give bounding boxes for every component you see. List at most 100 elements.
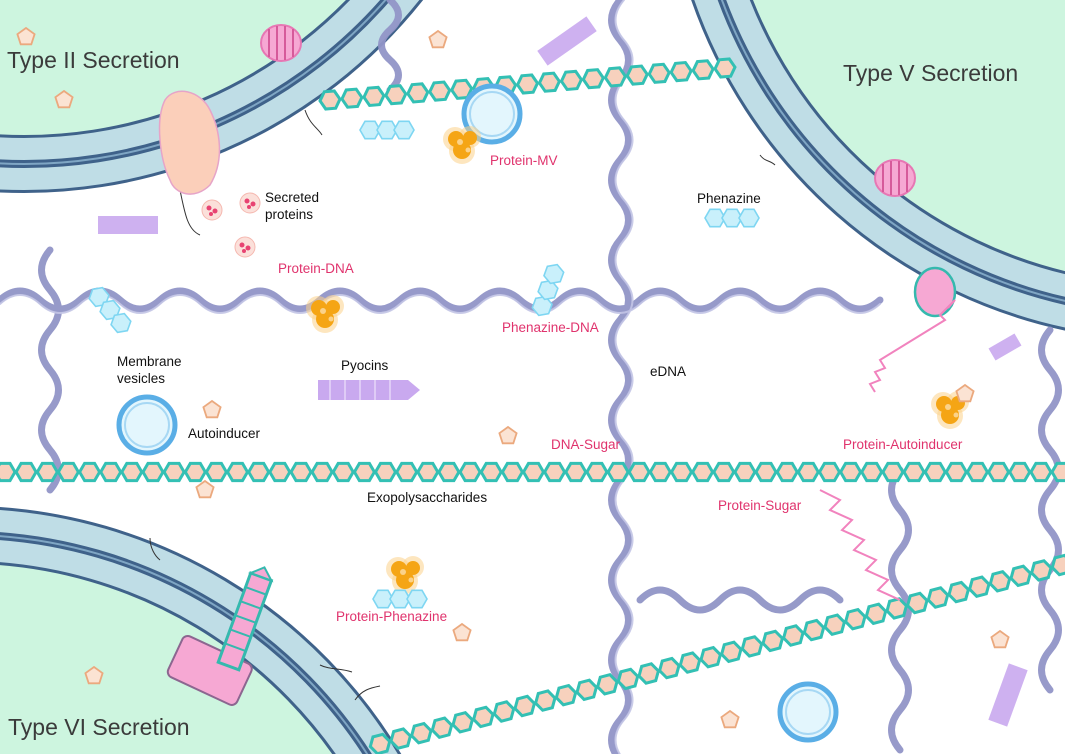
sugar-ring [839,461,863,483]
sugar-ring [800,617,828,643]
sugar-ring [543,461,567,483]
sugar-ring [754,461,778,483]
phenazine-dna-label: Phenazine-DNA [502,320,599,335]
edna-label: eDNA [650,364,686,379]
sugar-ring [585,461,609,483]
exopolysaccharide-chain-middle [0,461,1065,483]
sugar-ring [691,461,715,483]
sugar-ring [796,461,820,483]
sugar-ring [268,461,292,483]
autoinducer-label: Autoinducer [188,426,261,441]
protein-phenazine-protein-icon [386,556,424,594]
sugar-ring [361,85,387,108]
sugar-ring [374,461,397,483]
sugar-ring [500,461,524,483]
sugar-ring [317,89,343,111]
sugar-ring [226,461,249,483]
sugar-ring [924,585,952,610]
sugar-ring [310,461,334,483]
membrane-vesicles-label-line2: vesicles [117,371,165,386]
sugar-ring [1029,461,1053,483]
sugar-ring [1048,552,1065,578]
sugar-ring [655,655,683,681]
sugar-ring [99,461,123,483]
sugar-ring [779,623,807,648]
sugar-ring [515,73,540,95]
type-v-secretion-title: Type V Secretion [843,60,1018,86]
sugar-ring [965,574,993,600]
sugar-ring [469,704,497,730]
sugar-ring [627,461,651,483]
sugar-ring [78,461,102,483]
phenazine-icon [704,208,760,228]
sugar-ring [339,87,365,110]
sugar-ring [247,461,271,483]
phenazine-label: Phenazine [697,191,761,206]
sugar-ring [573,677,601,703]
sugar-ring [204,461,228,483]
sugar-ring [395,461,419,483]
pyocin-background-icons [98,16,1028,727]
sugar-ring [775,461,799,483]
type-v-cell [691,0,1065,331]
secreted-proteins-label-line1: Secreted [265,190,319,205]
sugar-ring [407,720,435,746]
phenazine-dna-phenazine-icon [529,260,567,320]
secreted-protein-icons [201,192,261,258]
sugar-ring [14,461,38,483]
sugar-ring [759,628,787,654]
sugar-ring [862,601,890,627]
sugar-ring [614,666,642,692]
sugar-ring [647,62,672,85]
sugar-ring [120,461,144,483]
sugar-ring [606,461,630,483]
sugar-ring [522,461,545,483]
sugar-ring [733,461,757,483]
sugar-ring [352,461,376,483]
sugar-ring [841,606,869,632]
sugar-ring [648,461,672,483]
sugar-ring [670,461,693,483]
sugar-ring [437,461,461,483]
protein-autoinducer-label: Protein-Autoinducer [843,437,963,452]
vesicle-icon [780,684,836,740]
type-vi-secretion-title: Type VI Secretion [8,714,190,740]
pili-fibers [149,109,776,701]
sugar-ring [881,461,905,483]
sugar-ring [1008,461,1032,483]
exopolysaccharide-chain-bottom [366,552,1065,754]
sugar-ring [738,633,766,659]
sugar-ring [490,699,518,724]
sugar-ring [458,461,482,483]
sugar-ring [559,69,584,92]
pyocins-label: Pyocins [341,358,389,373]
dna-sugar-label: DNA-Sugar [551,437,621,452]
sugar-ring [944,461,968,483]
sugar-ring [511,693,539,719]
sugar-ring [690,58,716,81]
sugar-ring [923,461,947,483]
sugar-ring [712,461,736,483]
sugar-ring [405,81,430,104]
sugar-ring [1007,563,1035,589]
protein-sugar-strand-icon [819,489,901,601]
sugar-ring [818,461,841,483]
sugar-ring [35,461,59,483]
sugar-ring [712,57,738,79]
sugar-ring [531,688,559,714]
sugar-ring [717,639,745,665]
sugar-ring [427,80,452,103]
protein-phenazine-phenazine-icon [372,589,428,609]
protein-mv-protein-icon [443,126,481,164]
sugar-ring [635,661,663,686]
sugar-ring [1027,557,1055,583]
sugar-ring [428,715,456,741]
sugar-ring [986,568,1014,594]
type-v-autotransporter-icon [868,159,957,393]
sugar-ring [987,461,1011,483]
sugar-ring [56,461,80,483]
type-vi-secretion-system-icon [166,566,274,706]
sugar-ring [552,682,580,708]
